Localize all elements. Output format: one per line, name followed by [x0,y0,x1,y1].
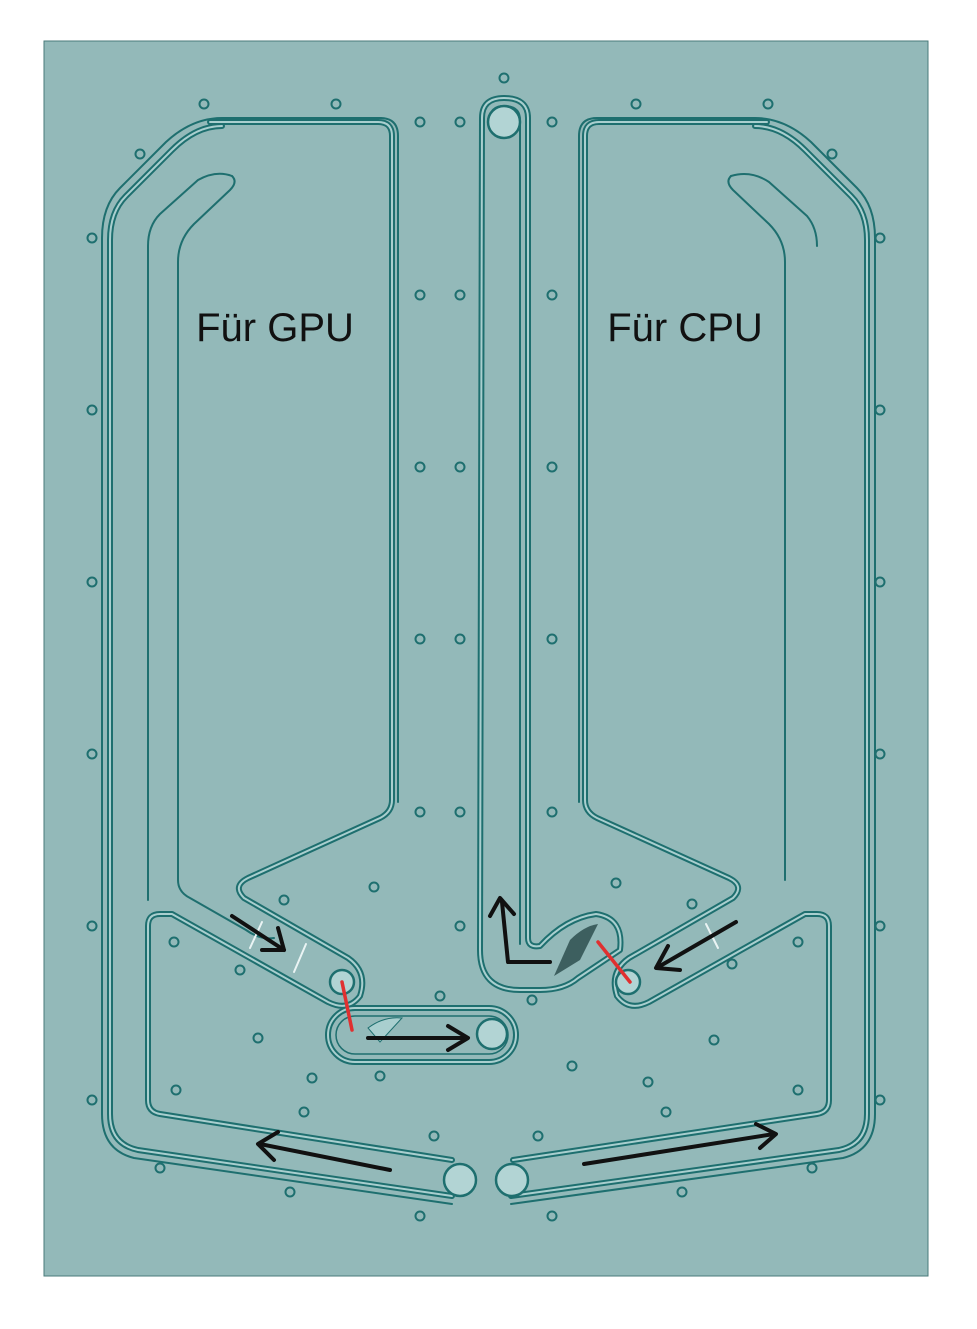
flow-arrow-gpu-inlet [230,914,286,952]
red-seal-mark-gpu [340,980,354,1032]
plate-body [43,40,929,1277]
flow-arrow-crossover [366,1024,470,1052]
gpu-channel-group [101,117,455,1205]
center-chamfer [554,924,598,976]
cpu-channel-group [508,117,876,1205]
flow-arrow-cpu-return [582,1122,778,1166]
port-bottom-right [494,1162,530,1198]
port-crossover [475,1017,509,1051]
flow-arrow-center-up [488,896,552,964]
flow-arrow-cpu-inlet [654,920,738,972]
mounting-holes [86,72,886,1222]
label-gpu: Für GPU [196,306,354,350]
port-top [486,104,522,140]
port-bottom-left [442,1162,478,1198]
label-cpu: Für CPU [607,306,763,350]
gpu-inner-channel [177,175,275,940]
red-seal-mark-cpu [596,940,632,984]
flow-arrow-gpu-return [256,1130,392,1172]
